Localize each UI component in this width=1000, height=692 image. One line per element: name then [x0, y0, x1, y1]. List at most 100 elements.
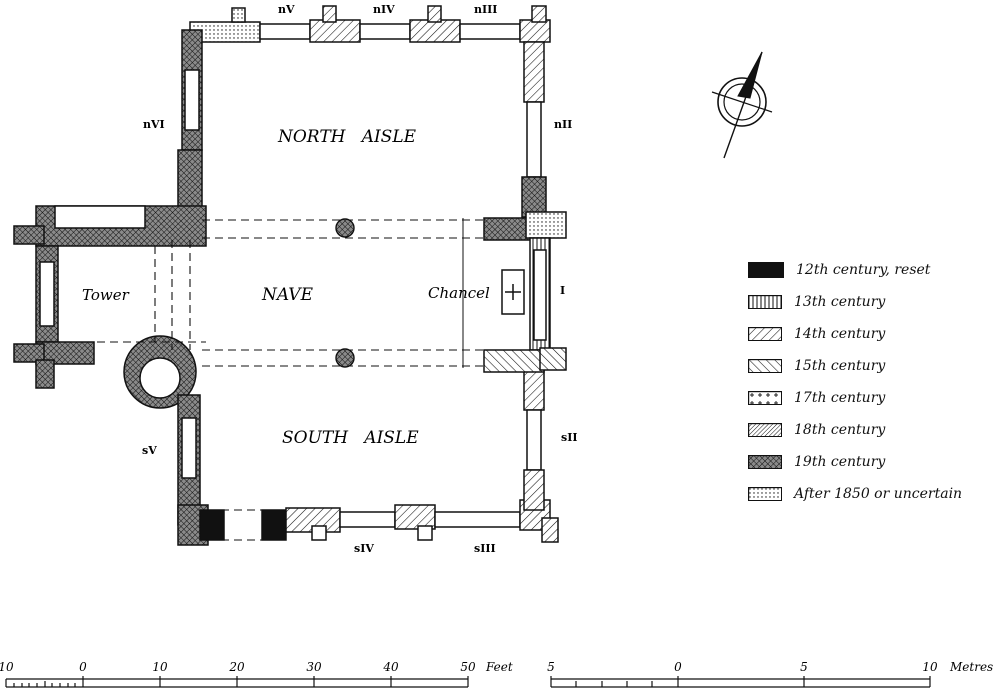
window-label-sIII: sIII	[474, 542, 496, 555]
legend-item: 14th century	[748, 318, 998, 350]
legend-swatch-19th	[748, 455, 782, 469]
legend-item: 17th century	[748, 382, 998, 414]
buttress-s1	[311, 525, 327, 541]
north-wall-window-nIV	[359, 23, 411, 40]
north-wall-pier-2	[409, 19, 461, 43]
tower-walls	[13, 205, 207, 409]
north-arrow-icon	[711, 51, 773, 159]
metres-tick-label: 5	[800, 660, 808, 674]
legend-item: After 1850 or uncertain	[748, 478, 998, 510]
metres-scale-labels: 5 0 5 10 Metres	[547, 660, 993, 674]
north-aisle-east-window-nII	[526, 101, 542, 178]
window-label-sV: sV	[142, 444, 157, 457]
legend-label: 12th century, reset	[796, 262, 931, 278]
legend-item: 19th century	[748, 446, 998, 478]
tower-buttress-s	[35, 359, 55, 389]
north-aisle-west-wall-lower	[177, 149, 203, 216]
chancel-walls	[483, 211, 567, 373]
north-wall-pier-1	[309, 19, 361, 43]
feet-scale-bar	[5, 676, 469, 688]
south-aisle-east-window-sII	[526, 409, 542, 471]
window-label-sIV: sIV	[354, 542, 374, 555]
stair-turret-inner	[139, 357, 181, 399]
period-legend: 12th century, reset 13th century 14th ce…	[748, 254, 998, 510]
chancel-south-wall	[483, 349, 545, 373]
legend-label: After 1850 or uncertain	[794, 486, 963, 502]
legend-swatch-18th	[748, 423, 782, 437]
north-aisle-west-wall-window	[184, 69, 200, 131]
legend-label: 13th century	[794, 294, 886, 310]
south-aisle-label: SOUTH AISLE	[282, 428, 419, 448]
south-wall-window-sIV	[339, 511, 396, 528]
south-aisle-east-wall	[523, 369, 545, 411]
legend-swatch-13th	[748, 295, 782, 309]
feet-unit-label: Feet	[485, 660, 513, 674]
nave-label: NAVE	[261, 285, 314, 305]
feet-tick-label: 40	[382, 660, 399, 674]
legend-swatch-14th	[748, 327, 782, 341]
window-label-nIV: nIV	[373, 3, 395, 16]
legend-label: 17th century	[794, 390, 886, 406]
feet-tick-label: 30	[306, 660, 322, 674]
south-porch-west-jamb	[199, 509, 225, 541]
buttress-se	[541, 517, 559, 543]
window-label-nVI: nVI	[143, 118, 165, 131]
north-aisle-east-wall-lower	[521, 176, 547, 218]
legend-swatch-15th	[748, 359, 782, 373]
chancel-ne-buttress	[525, 211, 567, 239]
north-aisle-walls	[177, 5, 551, 218]
north-aisle-east-wall	[523, 41, 545, 103]
window-label-nV: nV	[278, 3, 295, 16]
window-label-sII: sII	[561, 431, 577, 444]
south-wall-pier	[394, 504, 436, 530]
south-aisle-walls	[177, 369, 559, 546]
window-label-nII: nII	[554, 118, 572, 131]
north-wall-window-nV	[259, 23, 311, 40]
chancel-label: Chancel	[428, 284, 490, 302]
feet-tick-label: 20	[228, 660, 245, 674]
south-porch-east-jamb	[261, 509, 287, 541]
window-label-nIII: nIII	[474, 3, 497, 16]
tower-stair-landing	[54, 205, 146, 229]
metres-tick-label: 10	[922, 660, 938, 674]
tower-buttress-nw	[13, 225, 45, 245]
chancel-se-buttress	[539, 347, 567, 371]
north-arcade-pier	[335, 218, 355, 238]
legend-label: 18th century	[794, 422, 886, 438]
tower-west-window	[39, 261, 55, 327]
legend-swatch-12th	[748, 262, 784, 278]
metres-tick-label: 5	[547, 660, 555, 674]
legend-item: 15th century	[748, 350, 998, 382]
feet-tick-label: 10	[152, 660, 168, 674]
chancel-east-window-I	[533, 249, 547, 341]
legend-swatch-after-1850	[748, 487, 782, 501]
feet-scale-labels: 10 0 10 20 30 40 50 Feet	[0, 660, 513, 674]
feet-tick-label: 50	[460, 660, 476, 674]
legend-label: 15th century	[794, 358, 886, 374]
legend-item: 12th century, reset	[748, 254, 998, 286]
legend-swatch-17th	[748, 391, 782, 405]
metres-tick-label: 0	[674, 660, 682, 674]
legend-item: 18th century	[748, 414, 998, 446]
metres-unit-label: Metres	[949, 660, 993, 674]
south-wall-window-sIII	[434, 511, 521, 528]
tower-label: Tower	[82, 286, 130, 304]
buttress-s2	[417, 525, 433, 541]
feet-tick-label: 0	[79, 660, 87, 674]
north-aisle-label: NORTH AISLE	[277, 127, 417, 147]
buttress-n3	[427, 5, 442, 23]
window-label-I: I	[560, 284, 565, 297]
north-wall-window-nIII	[459, 23, 521, 40]
metres-scale-bar	[550, 676, 931, 688]
tower-buttress-sw	[13, 343, 45, 363]
south-arcade-pier	[335, 348, 355, 368]
arcade-piers	[335, 218, 355, 368]
arcade-lines	[58, 219, 484, 541]
buttress-n2	[322, 5, 337, 23]
buttress-n4	[531, 5, 547, 23]
feet-tick-label: 10	[0, 660, 14, 674]
north-wall-east	[519, 19, 551, 43]
legend-label: 14th century	[794, 326, 886, 342]
buttress-n1	[231, 7, 246, 23]
